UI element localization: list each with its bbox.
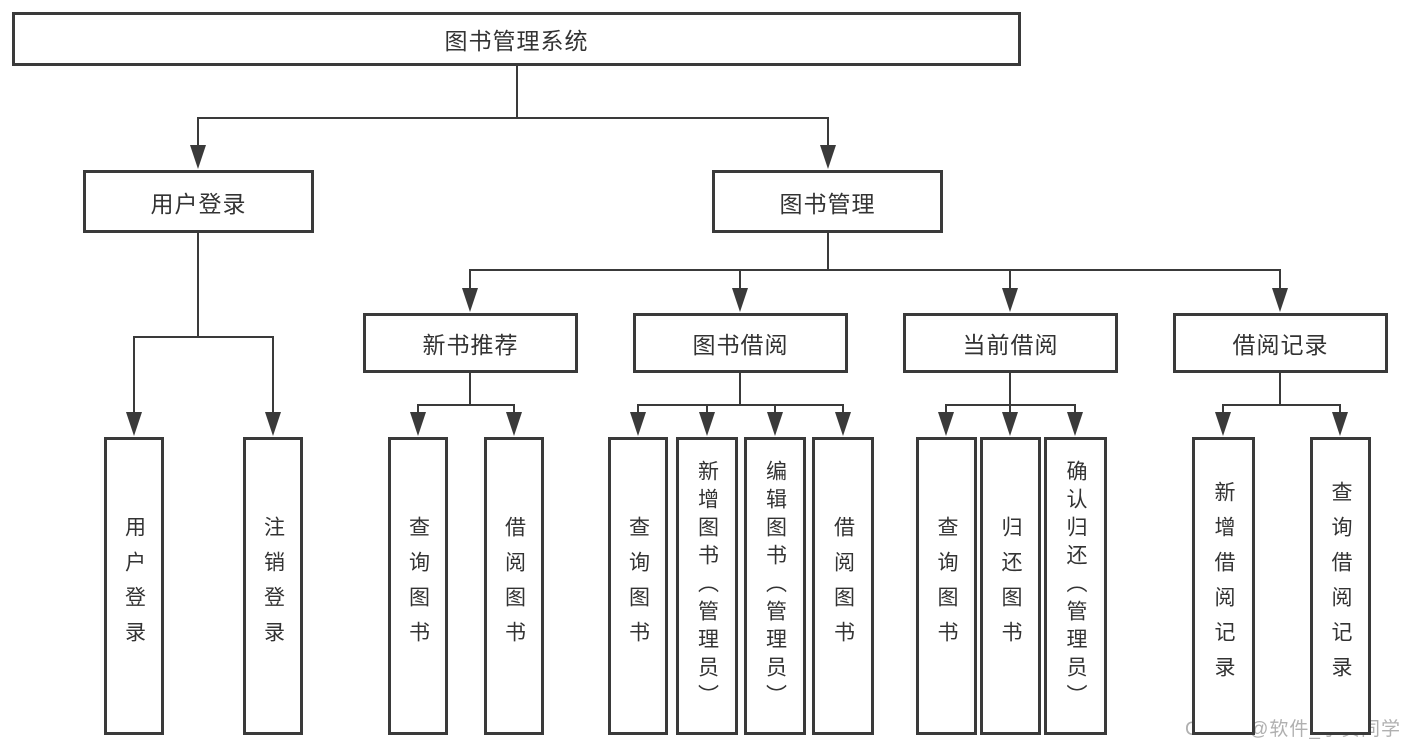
connector-arrow-stem: [469, 270, 471, 292]
connector-split-bar: [197, 117, 829, 119]
arrow-down-icon: [732, 288, 748, 312]
arrow-down-icon: [190, 145, 206, 169]
leaf-query-borrow-record: 查询借阅记录: [1310, 437, 1371, 735]
connector-arrow-stem: [739, 270, 741, 292]
connector-stem: [469, 373, 471, 405]
node-root-system: 图书管理系统: [12, 12, 1021, 66]
leaf-borrow-books-recommend: 借阅图书: [484, 437, 544, 735]
leaf-query-books-recommend: 查询图书: [388, 437, 448, 735]
connector-stem: [827, 233, 829, 270]
arrow-down-icon: [1067, 412, 1083, 436]
node-user-login-label: 用户登录: [150, 190, 247, 217]
connector-arrow-stem: [1279, 270, 1281, 292]
leaf-add-books-admin-label: 新增图书（管理员）: [695, 460, 719, 712]
leaf-query-books-current-label: 查询图书: [935, 516, 958, 656]
leaf-logout-label: 注销登录: [261, 516, 285, 656]
leaf-confirm-return-admin-label: 确认归还（管理员）: [1064, 460, 1087, 712]
leaf-return-books: 归还图书: [980, 437, 1041, 735]
leaf-confirm-return-admin: 确认归还（管理员）: [1044, 437, 1107, 735]
leaf-logout: 注销登录: [243, 437, 303, 735]
node-book-borrowing-label: 图书借阅: [692, 332, 789, 358]
connector-stem: [1009, 373, 1011, 405]
connector-arrow-stem: [1009, 405, 1011, 416]
leaf-query-books-borrow: 查询图书: [608, 437, 668, 735]
node-current-borrowing: 当前借阅: [903, 313, 1118, 373]
connector-arrow-stem: [827, 118, 829, 149]
arrow-down-icon: [835, 412, 851, 436]
connector-arrow-stem: [1339, 405, 1341, 416]
node-new-book-recommend: 新书推荐: [363, 313, 578, 373]
arrow-down-icon: [820, 145, 836, 169]
arrow-down-icon: [938, 412, 954, 436]
connector-arrow-stem: [1009, 270, 1011, 292]
connector-split-bar: [417, 404, 515, 406]
node-borrowing-records-label: 借阅记录: [1232, 332, 1329, 358]
node-new-book-recommend-label: 新书推荐: [422, 332, 519, 358]
leaf-add-books-admin: 新增图书（管理员）: [676, 437, 738, 735]
connector-stem: [739, 373, 741, 405]
leaf-query-books-current: 查询图书: [916, 437, 977, 735]
leaf-edit-books-admin: 编辑图书（管理员）: [744, 437, 806, 735]
leaf-borrow-books: 借阅图书: [812, 437, 874, 735]
arrow-down-icon: [265, 412, 281, 436]
node-root-system-label: 图书管理系统: [444, 28, 589, 54]
connector-split-bar: [1222, 404, 1341, 406]
connector-arrow-stem: [417, 405, 419, 416]
connector-arrow-stem: [842, 405, 844, 416]
connector-arrow-stem: [706, 405, 708, 416]
connector-stem: [197, 233, 199, 337]
connector-stem: [516, 66, 518, 118]
connector-arrow-stem: [1222, 405, 1224, 416]
node-book-management: 图书管理: [712, 170, 943, 233]
arrow-down-icon: [1332, 412, 1348, 436]
connector-split-bar: [133, 336, 274, 338]
arrow-down-icon: [410, 412, 426, 436]
node-user-login: 用户登录: [83, 170, 314, 233]
node-borrowing-records: 借阅记录: [1173, 313, 1388, 373]
connector-arrow-stem: [945, 405, 947, 416]
connector-split-bar: [469, 269, 1281, 271]
arrow-down-icon: [767, 412, 783, 436]
arrow-down-icon: [630, 412, 646, 436]
leaf-user-login-label: 用户登录: [122, 516, 146, 656]
connector-stem: [1279, 373, 1281, 405]
arrow-down-icon: [1272, 288, 1288, 312]
connector-split-bar: [637, 404, 844, 406]
leaf-query-books-recommend-label: 查询图书: [406, 516, 430, 656]
connector-arrow-stem: [774, 405, 776, 416]
node-book-borrowing: 图书借阅: [633, 313, 848, 373]
arrow-down-icon: [699, 412, 715, 436]
leaf-edit-books-admin-label: 编辑图书（管理员）: [763, 460, 787, 712]
node-current-borrowing-label: 当前借阅: [962, 332, 1059, 358]
connector-arrow-stem: [133, 337, 135, 416]
arrow-down-icon: [126, 412, 142, 436]
arrow-down-icon: [1215, 412, 1231, 436]
leaf-query-borrow-record-label: 查询借阅记录: [1329, 481, 1352, 691]
leaf-add-borrow-record: 新增借阅记录: [1192, 437, 1255, 735]
arrow-down-icon: [462, 288, 478, 312]
leaf-add-borrow-record-label: 新增借阅记录: [1212, 481, 1235, 691]
leaf-user-login: 用户登录: [104, 437, 164, 735]
connector-arrow-stem: [513, 405, 515, 416]
arrow-down-icon: [1002, 288, 1018, 312]
arrow-down-icon: [506, 412, 522, 436]
leaf-borrow-books-label: 借阅图书: [831, 516, 855, 656]
arrow-down-icon: [1002, 412, 1018, 436]
connector-arrow-stem: [637, 405, 639, 416]
connector-arrow-stem: [1074, 405, 1076, 416]
node-book-management-label: 图书管理: [779, 190, 876, 217]
leaf-borrow-books-recommend-label: 借阅图书: [502, 516, 526, 656]
connector-arrow-stem: [197, 118, 199, 149]
leaf-return-books-label: 归还图书: [999, 516, 1022, 656]
leaf-query-books-borrow-label: 查询图书: [626, 516, 650, 656]
connector-arrow-stem: [272, 337, 274, 416]
